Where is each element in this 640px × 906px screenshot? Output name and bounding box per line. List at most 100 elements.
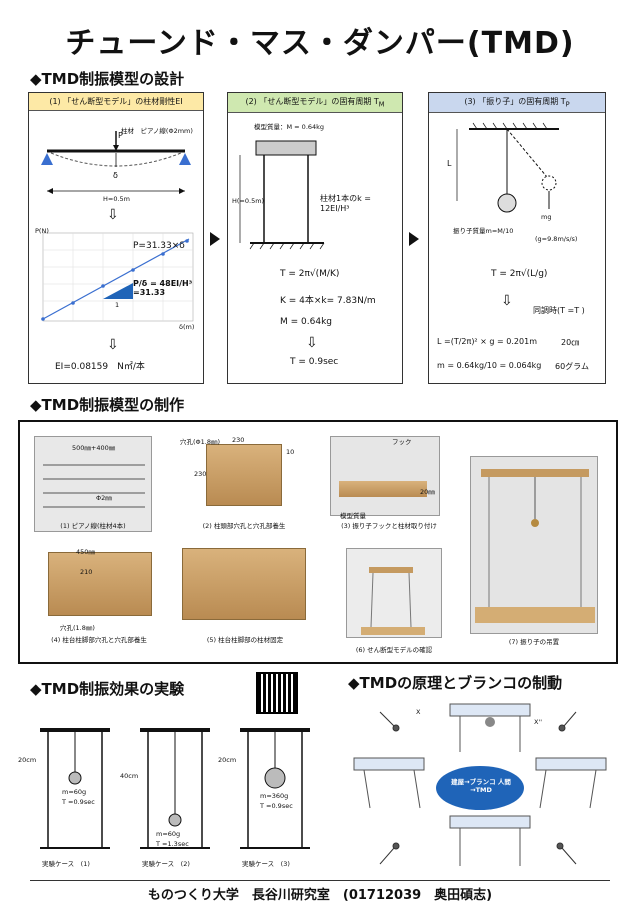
down-arrow-icon: ⇩: [306, 335, 318, 351]
tuning-condition: 同調時(T =T ): [533, 306, 585, 315]
photo-piano-wire: [34, 436, 152, 532]
case3-mass: m=360g: [260, 792, 289, 800]
hole-dim: 穴孔(Φ1.8㎜): [180, 438, 221, 446]
slope-unit: 1: [115, 301, 120, 309]
mass-label: 模型質量: [340, 512, 366, 520]
y-axis-label: P(N): [35, 227, 49, 235]
case2-period: T =1.3sec: [156, 840, 189, 848]
length-label: L: [447, 159, 452, 168]
case1-length: 20cm: [18, 756, 37, 764]
pendulum-mass-label: 振り子質量m=M/10: [453, 227, 514, 235]
length-formula: L =(T/2π)² × g = 0.201m: [437, 337, 537, 346]
section-build-heading: ◆TMD制振模型の制作: [30, 396, 185, 414]
principle-center-text: 建屋→ブランコ 人間→TMD: [451, 778, 511, 794]
load-deflection-chart: [41, 232, 194, 322]
down-arrow-icon: ⇩: [107, 337, 119, 353]
case1-mass: m=60g: [62, 788, 87, 796]
qr-code[interactable]: [256, 672, 298, 714]
case1-label: 実験ケース (1): [42, 860, 90, 868]
hook-label: フック: [392, 438, 412, 446]
caption-6: (6) せん断型モデルの確認: [355, 646, 433, 654]
experiment-case-1: 20cm m=60g T =0.9sec 実験ケース (1): [18, 722, 118, 882]
build-photo-panel: 500㎜+400㎜ Φ2㎜ (1) ピアノ線(柱材4本) 穴孔(Φ1.8㎜) 2…: [18, 420, 618, 664]
principle-center-ellipse: [436, 766, 524, 810]
panel-building-header-text: (2) 「せん断型モデル」の固有周期 T: [245, 97, 379, 106]
load-p-label: P: [118, 131, 123, 140]
slope-triangle: [103, 283, 133, 299]
case2-length: 40cm: [120, 772, 139, 780]
data-point: [101, 284, 105, 288]
section-experiment-heading: ◆TMD制振効果の実験: [30, 680, 185, 698]
panel-pendulum-period: (3) 「振り子」の固有周期 TP L 振り子質量m=M/10 mg (g=9.…: [428, 92, 606, 384]
panel-stiffness-header: (1) 「せん断型モデル」の柱材剛性EI: [29, 93, 203, 111]
height-label: H(=0.5m): [232, 197, 265, 205]
photo-pendulum-model: [470, 456, 598, 634]
panel-pendulum-header: (3) 「振り子」の固有周期 TP: [429, 93, 605, 113]
x-label: X: [416, 708, 421, 716]
dim-210: 210: [80, 568, 93, 576]
arrow-right-icon: [409, 232, 419, 246]
data-point: [161, 252, 165, 256]
experiment-case-3: 20cm m=360g T =0.9sec 実験ケース (3): [218, 722, 318, 882]
model-mass-label: 模型質量：M = 0.64kg: [254, 123, 325, 131]
gravity-label: (g=9.8m/s/s): [535, 235, 578, 243]
period-formula: T = 2π√(M/K): [280, 269, 340, 279]
ei-result: EI=0.08159 N㎡/本: [55, 362, 145, 372]
tp-formula: T = 2π√(L/g): [491, 269, 548, 279]
case3-label: 実験ケース (3): [242, 860, 290, 868]
wire-dia-dim: Φ2㎜: [96, 494, 112, 502]
mass-formula: M = 0.64kg: [280, 317, 332, 327]
beam-diagram: [41, 131, 191, 194]
photo-top-plate: [206, 444, 282, 506]
mass-formula: m = 0.64kg/10 = 0.064kg: [437, 361, 542, 370]
down-arrow-icon: ⇩: [501, 293, 513, 309]
page-title: チューンド・マス・ダンパー(TMD): [65, 26, 575, 61]
photo-base-fixed: [182, 548, 306, 620]
mass-result: 60グラム: [555, 362, 589, 371]
panel-pendulum-header-sub: P: [565, 100, 570, 109]
panel-building-period: (2) 「せん断型モデル」の固有周期 TM 模型質量：M = 0.64kg H(…: [227, 92, 403, 384]
footer-line: [30, 880, 610, 881]
dim-10: 10: [286, 448, 295, 456]
pendulum-diagram: [456, 122, 559, 213]
panel-building-header: (2) 「せん断型モデル」の固有周期 TM: [228, 93, 402, 113]
section-principle-heading: ◆TMDの原理とブランコの制動: [348, 674, 563, 692]
fit-line: [42, 238, 190, 320]
length-result: 20㎝: [561, 338, 580, 347]
photo-hook: [330, 436, 440, 516]
tm-result: T = 0.9sec: [290, 357, 339, 367]
column-k-formula: 柱材1本のk = 12EI/H³: [320, 194, 371, 213]
deflection-label: δ: [113, 171, 118, 180]
case2-label: 実験ケース (2): [142, 860, 190, 868]
x-axis-label: δ(m): [179, 323, 195, 331]
experiment-case-2: 40cm m=60g T =1.3sec 実験ケース (2): [120, 722, 218, 882]
principle-diagram: 建屋→ブランコ 人間→TMD X X'': [350, 696, 610, 880]
caption-3: (3) 振り子フックと柱材取り付け: [341, 522, 437, 530]
data-point: [41, 317, 45, 321]
caption-5: (5) 柱台柱脚部の柱材固定: [206, 636, 284, 644]
caption-7: (7) 振り子の吊置: [508, 638, 560, 646]
caption-1: (1) ピアノ線(柱材4本): [60, 522, 126, 530]
arrow-right-icon: [210, 232, 220, 246]
dim-20: 20㎜: [420, 488, 435, 496]
photo-shear-model: [346, 548, 442, 638]
panel-building-header-sub: M: [378, 100, 385, 109]
data-point: [131, 268, 135, 272]
dim-230-top: 230: [232, 436, 245, 444]
down-arrow-icon: ⇩: [107, 207, 119, 223]
stiffness-ratio: P/δ = 48EI/H³ =31.33: [133, 279, 193, 297]
dim-450: 450㎜: [76, 548, 95, 556]
span-label: H=0.5m: [103, 195, 131, 203]
x2-label: X'': [534, 718, 543, 726]
photo-base-plate: [48, 552, 152, 616]
caption-2: (2) 柱頭部穴孔と穴孔部養生: [202, 522, 286, 530]
dim-230-side: 230: [194, 470, 207, 478]
case3-period: T =0.9sec: [260, 802, 293, 810]
section-design-heading: ◆TMD制振模型の設計: [30, 70, 185, 88]
total-k-formula: K = 4本×k= 7.83N/m: [280, 296, 376, 306]
data-point: [185, 239, 189, 243]
hole2-label: 穴孔(1.8㎜): [60, 624, 95, 632]
footer-credit: ものつくり大学 長谷川研究室 (01712039 奥田碩志): [147, 888, 493, 903]
piano-wire-dim: 500㎜+400㎜: [72, 444, 116, 452]
case2-mass: m=60g: [156, 830, 181, 838]
